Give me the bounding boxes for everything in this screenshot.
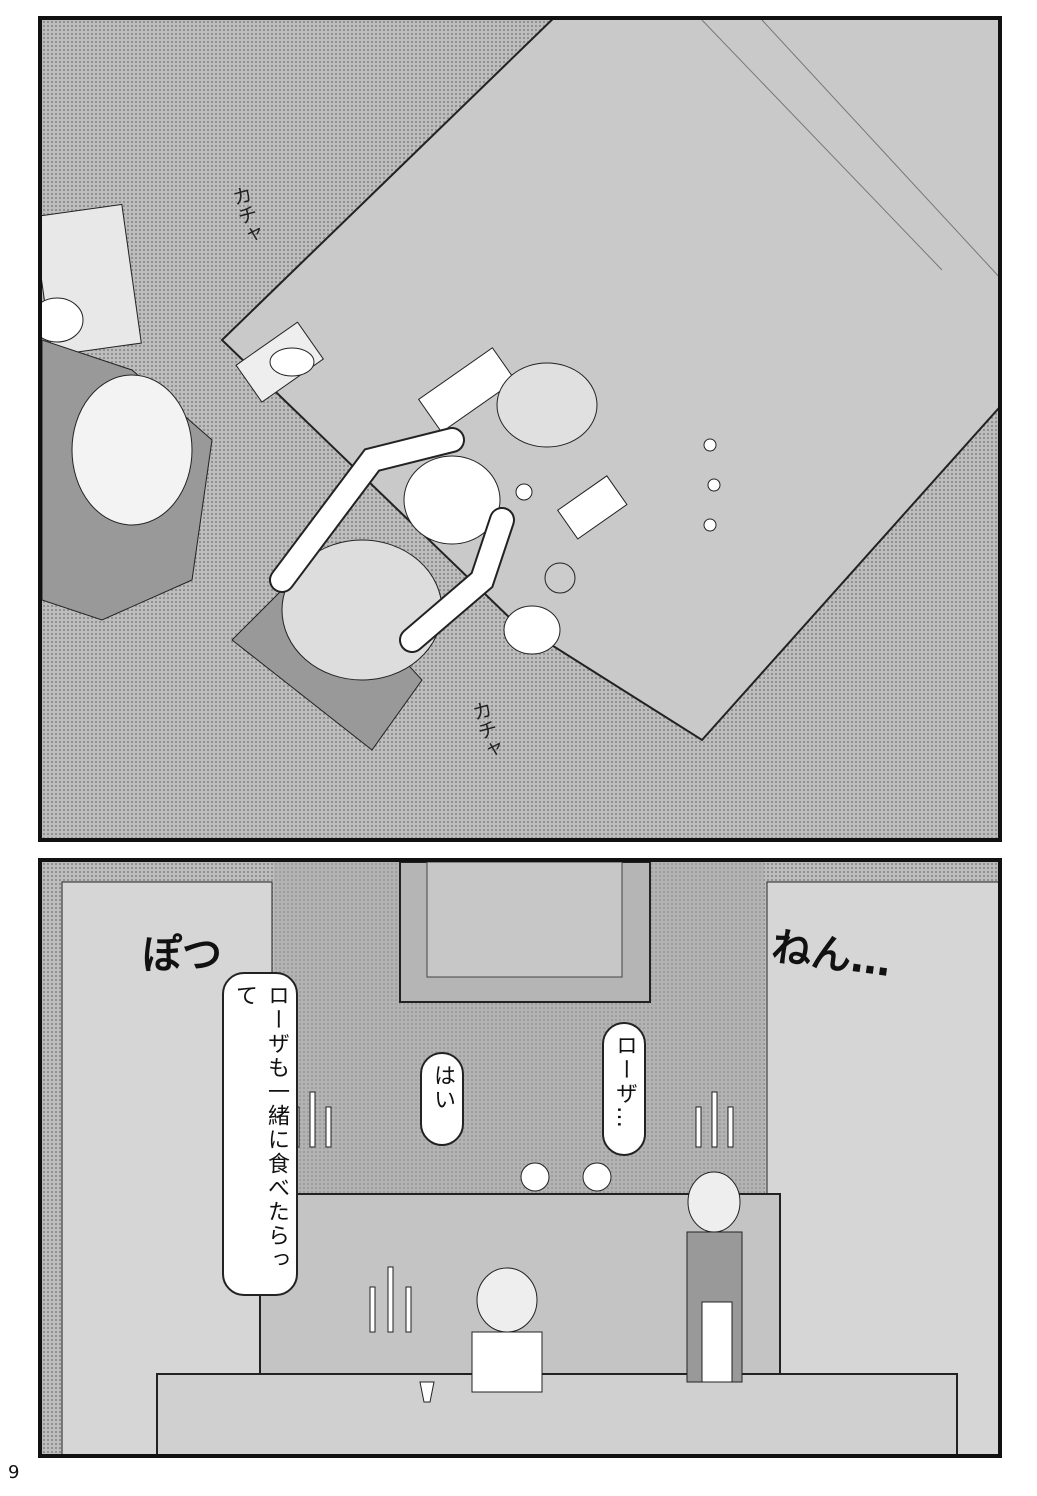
dining-table-illustration (42, 20, 998, 751)
panel-dining-room: ぽつ ねん… ローザも一緒に食べたらって はい ローザ… (38, 858, 1002, 1458)
sfx-potsu: ぽつ (142, 932, 222, 978)
page-number: 9 (8, 1462, 20, 1483)
speech-bubble-hai: はい (420, 1052, 464, 1146)
speech-bubble-rosa: ローザ… (602, 1022, 646, 1156)
speech-bubble-rosa-eat-together: ローザも一緒に食べたらって (222, 972, 298, 1296)
panel-dining-overhead: カチャ カチャ (38, 16, 1002, 842)
